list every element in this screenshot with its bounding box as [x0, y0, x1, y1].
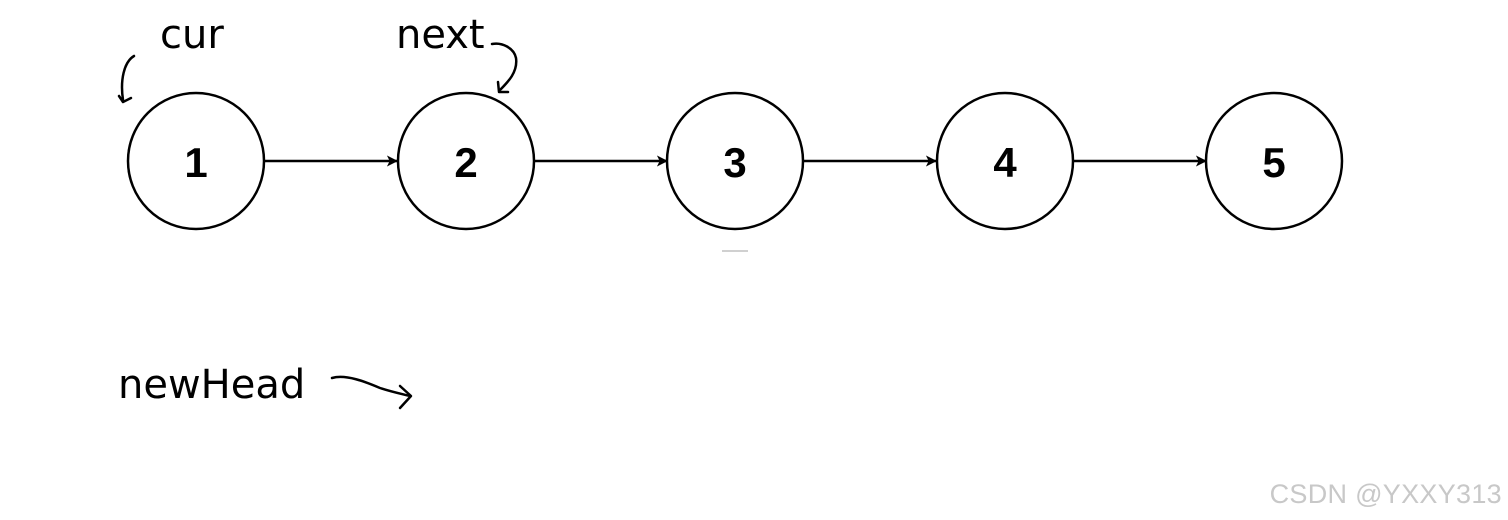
new-head-pointer: newHead — [118, 362, 413, 410]
new-head-hand-arrow-icon — [330, 375, 412, 398]
next-hand-arrowhead — [496, 80, 510, 94]
cur-hand-arrowhead — [117, 94, 133, 104]
new-head-label: newHead — [118, 362, 305, 408]
next-label: next — [396, 12, 485, 58]
node-4-label: 4 — [993, 139, 1017, 186]
node-5-circle — [1204, 91, 1344, 231]
node-5-label: 5 — [1262, 139, 1285, 186]
node-1-circle — [126, 91, 266, 231]
node-2-circle — [396, 91, 536, 231]
node-2: 2 — [396, 91, 536, 231]
node-2-label: 2 — [454, 139, 477, 186]
node-4: 4 — [935, 91, 1075, 231]
next-hand-arrow-icon — [490, 42, 518, 92]
node-4-circle — [935, 91, 1075, 231]
cur-hand-arrow-icon — [120, 54, 136, 102]
watermark: CSDN @YXXY313 — [1269, 479, 1502, 509]
node-1: 1 — [126, 91, 266, 231]
node-5: 5 — [1204, 91, 1344, 231]
cur-pointer: cur — [117, 12, 224, 104]
node-1-label: 1 — [184, 139, 207, 186]
node-3: 3 — [665, 91, 805, 231]
node-3-circle — [665, 91, 805, 231]
new-head-hand-arrowhead — [398, 384, 413, 410]
cur-label: cur — [160, 12, 224, 58]
next-pointer: next — [396, 12, 518, 94]
node-3-label: 3 — [723, 139, 746, 186]
